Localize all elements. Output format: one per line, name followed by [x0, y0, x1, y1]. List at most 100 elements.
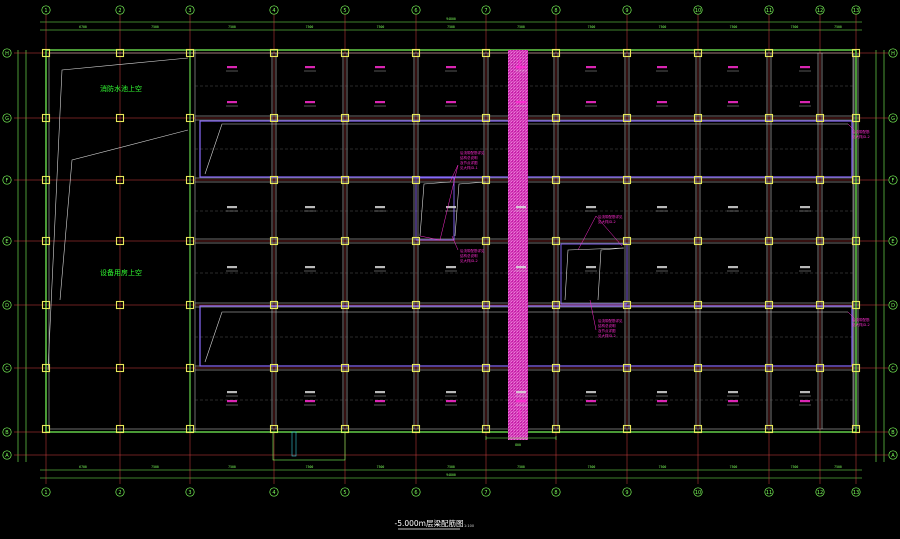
beam-tag-8-1 — [800, 101, 810, 104]
column-4-2 — [269, 113, 279, 123]
column-6-4 — [411, 236, 421, 246]
axis-label-row: D — [5, 303, 9, 309]
column-2-3 — [115, 175, 125, 185]
axis-label-row: G — [5, 116, 9, 122]
axis-bubble-col-2-top: 2 — [115, 5, 125, 15]
column-5-5 — [340, 300, 350, 310]
svg-text:见大样JD-2: 见大样JD-2 — [460, 258, 478, 263]
column-4-6 — [269, 363, 279, 373]
axis-label-col: 10 — [695, 490, 701, 496]
slab-diagonal-lines — [47, 57, 848, 371]
column-1-5 — [41, 300, 51, 310]
axis-label-row: B — [891, 430, 895, 436]
beam-tag-2-4 — [375, 391, 385, 394]
beam-tag-5-1 — [586, 101, 596, 104]
axis-bubble-row-F-left: F — [2, 175, 12, 185]
svg-text:后浇带配筋: 后浇带配筋 — [852, 317, 870, 322]
beam-tag-8-4 — [800, 391, 810, 394]
dim-segment-6-top: 7500 — [447, 25, 455, 29]
callout-note-4: 后浇带配筋详见 结构总说明 及节点详图 见大样JD-2 — [598, 318, 623, 338]
axis-label-col: 4 — [272, 8, 275, 14]
entrance-detail — [272, 431, 557, 461]
axis-label-col: 9 — [625, 8, 628, 14]
column-8-5 — [551, 300, 561, 310]
beam-tag-3-0 — [446, 66, 456, 69]
dim-segment-5-bottom: 7500 — [377, 465, 385, 469]
band-label-bottom: 后浇带 — [517, 409, 522, 420]
column-1-4 — [41, 236, 51, 246]
axis-bubble-col-5-bottom: 5 — [340, 487, 350, 497]
zone-label-lower: 设备用房上空 — [100, 268, 142, 277]
column-11-2 — [764, 113, 774, 123]
axis-bubble-row-A-left: A — [2, 450, 12, 460]
beam-tag-0-2 — [227, 206, 237, 209]
column-4-3 — [269, 175, 279, 185]
axis-label-col: 9 — [625, 490, 628, 496]
beam-tag-6-4 — [657, 391, 667, 394]
column-3-3 — [185, 175, 195, 185]
column-1-3 — [41, 175, 51, 185]
column-9-6 — [622, 363, 632, 373]
svg-text:结构总说明: 结构总说明 — [460, 253, 478, 258]
axis-bubble-col-8-top: 8 — [551, 5, 561, 15]
column-2-7 — [115, 424, 125, 434]
svg-text:见大样JD-2: 见大样JD-2 — [598, 333, 616, 338]
beam-tag-4-0 — [516, 66, 526, 69]
dim-segment-4-bottom: 7500 — [306, 465, 314, 469]
axis-label-col: 2 — [118, 8, 121, 14]
axis-bubble-row-D-right: D — [888, 300, 898, 310]
column-6-2 — [411, 113, 421, 123]
column-5-2 — [340, 113, 350, 123]
axis-bubble-col-9-bottom: 9 — [622, 487, 632, 497]
beam-tag-8-3 — [800, 266, 810, 269]
dim-segment-10-bottom: 7500 — [730, 465, 738, 469]
column-6-6 — [411, 363, 421, 373]
column-2-4 — [115, 236, 125, 246]
beam-tag-4-1 — [516, 101, 526, 104]
dim-segment-6-bottom: 7500 — [447, 465, 455, 469]
dimension-segments: 6700670075007500750075007500750075007500… — [79, 25, 842, 469]
dim-segment-4-top: 7500 — [306, 25, 314, 29]
axis-bubble-col-7-top: 7 — [481, 5, 491, 15]
column-11-5 — [764, 300, 774, 310]
column-8-3 — [551, 175, 561, 185]
column-13-3 — [851, 175, 861, 185]
svg-text:见大样JD-2: 见大样JD-2 — [598, 219, 616, 224]
column-9-3 — [622, 175, 632, 185]
axis-bubble-col-6-top: 6 — [411, 5, 421, 15]
beam-tag-5-5 — [586, 400, 596, 403]
axis-label-col: 6 — [414, 8, 417, 14]
column-10-7 — [693, 424, 703, 434]
beam-tag-4-2 — [516, 206, 526, 209]
beam-tag-8-5 — [800, 400, 810, 403]
column-7-2 — [481, 113, 491, 123]
axis-label-row: B — [5, 430, 9, 436]
column-8-6 — [551, 363, 561, 373]
axis-bubble-col-1-bottom: 1 — [41, 487, 51, 497]
axis-bubble-col-8-bottom: 8 — [551, 487, 561, 497]
column-3-6 — [185, 363, 195, 373]
axis-bubble-col-5-top: 5 — [340, 5, 350, 15]
column-11-6 — [764, 363, 774, 373]
column-markers — [41, 48, 861, 434]
svg-text:结构总说明: 结构总说明 — [598, 323, 616, 328]
dim-segment-10-top: 7500 — [730, 25, 738, 29]
dim-segment-11-top: 7500 — [791, 25, 799, 29]
column-8-7 — [551, 424, 561, 434]
beam-tag-7-3 — [728, 266, 738, 269]
column-4-7 — [269, 424, 279, 434]
beam-tag-0-5 — [227, 400, 237, 403]
axis-label-col: 5 — [343, 8, 346, 14]
svg-text:后浇带配筋: 后浇带配筋 — [852, 129, 870, 134]
beam-tag-5-3 — [586, 266, 596, 269]
svg-text:见大样JD-1: 见大样JD-1 — [460, 165, 478, 170]
beam-tag-1-1 — [305, 101, 315, 104]
beam-tag-7-0 — [728, 66, 738, 69]
axis-label-col: 7 — [484, 490, 487, 496]
callout-note-2: 后浇带配筋详见 结构总说明 见大样JD-2 — [460, 248, 485, 263]
column-2-2 — [115, 113, 125, 123]
axis-bubble-col-11-bottom: 11 — [764, 487, 774, 497]
dim-segment-12-top: 7500 — [834, 25, 842, 29]
callout-note-6: 后浇带配筋 见大样JD-2 — [852, 317, 870, 327]
